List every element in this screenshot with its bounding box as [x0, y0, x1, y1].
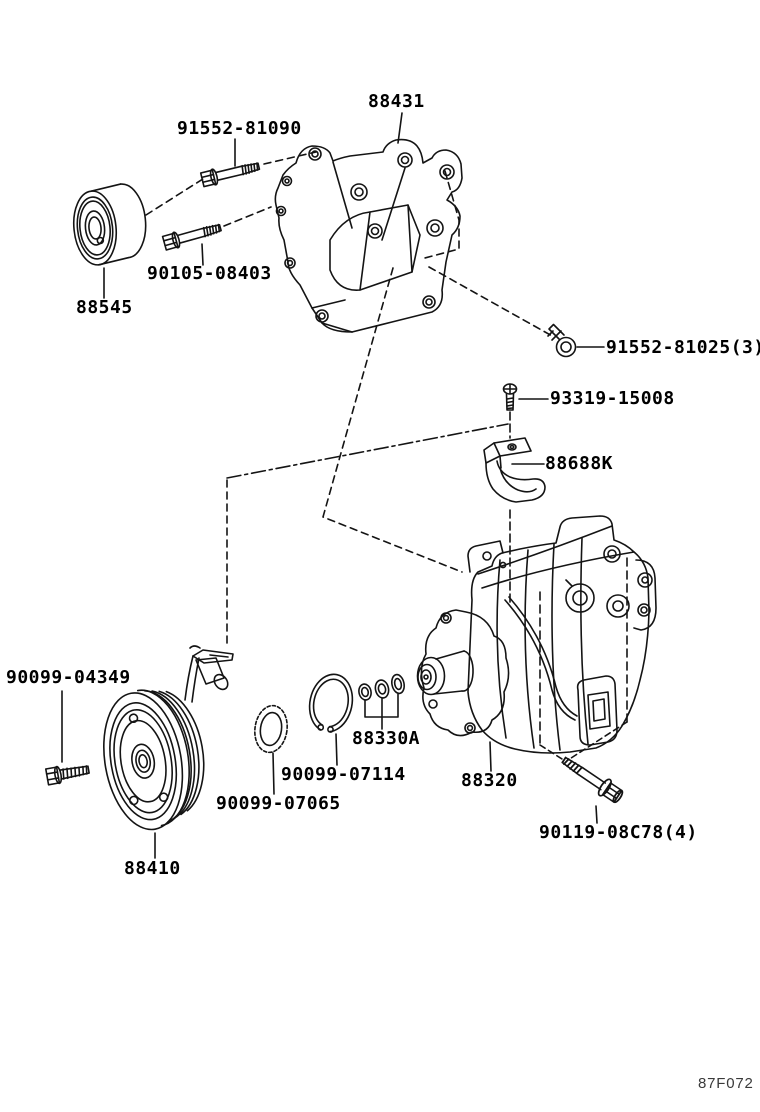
callout-90119-08C78: 90119-08C78(4) — [539, 822, 698, 843]
bolt-90105-08403 — [161, 219, 224, 252]
callout-88330A: 88330A — [352, 728, 421, 749]
shim-90099-07065 — [254, 704, 288, 754]
snap-ring-90099-07114 — [308, 673, 354, 733]
leader-lines — [61, 112, 605, 859]
callout-88688K: 88688K — [545, 453, 614, 474]
compressor-88320 — [416, 515, 657, 754]
callout-88545: 88545 — [76, 297, 133, 318]
construction-lines — [145, 151, 628, 761]
callout-93319-15008: 93319-15008 — [550, 388, 675, 409]
callout-91552-81025: 91552-81025(3) — [606, 337, 760, 358]
clutch-lead-connector — [184, 645, 234, 703]
callout-91552-81090: 91552-81090 — [177, 118, 302, 139]
callout-88320: 88320 — [461, 770, 518, 791]
callout-90099-07065: 90099-07065 — [216, 793, 341, 814]
stay-bracket-88688K — [483, 437, 546, 503]
o-ring-set-88330A — [358, 673, 405, 730]
callout-88431: 88431 — [368, 91, 425, 112]
callout-90099-07114: 90099-07114 — [281, 764, 406, 785]
bracket-88431 — [274, 138, 463, 333]
bolt-91552-81090 — [199, 157, 262, 189]
callout-90099-04349: 90099-04349 — [6, 667, 131, 688]
bolt-90119-08C78 — [561, 756, 624, 804]
callout-90105-08403: 90105-08403 — [147, 263, 272, 284]
figure-code: 87F072 — [698, 1075, 754, 1092]
bolt-90099-04349 — [44, 765, 90, 786]
idler-pulley-88545 — [72, 183, 147, 266]
screw-93319-15008 — [502, 383, 518, 411]
bolt-91552-81025 — [547, 323, 577, 358]
callout-88410: 88410 — [124, 858, 181, 879]
magnet-clutch-88410 — [103, 689, 205, 831]
